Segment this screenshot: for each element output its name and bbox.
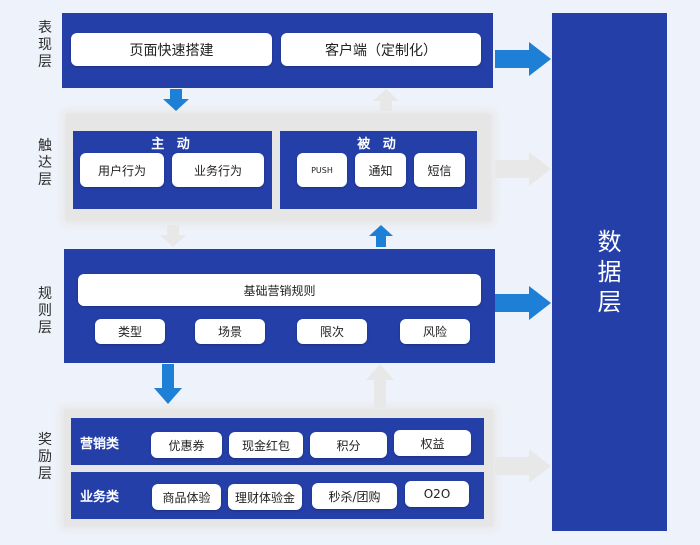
rule-limit-box: 限次 <box>297 319 367 344</box>
points-box: 积分 <box>310 432 387 458</box>
sms-box: 短信 <box>414 153 465 187</box>
layer-label-reward: 奖 励 层 <box>38 432 52 482</box>
passive-touch-title: 被 动 <box>357 137 400 152</box>
coupon-box: 优惠券 <box>151 432 222 458</box>
arrow-right-rules <box>495 286 551 320</box>
cash-red-packet-box: 现金红包 <box>229 432 303 458</box>
layer-label-touch: 触 达 层 <box>38 138 52 188</box>
layer-label-presentation: 表 现 层 <box>38 20 52 70</box>
active-touch-title: 主 动 <box>151 137 194 152</box>
rules-layer-panel <box>64 249 495 363</box>
rule-type-box: 类型 <box>95 319 165 344</box>
business-behavior-box: 业务行为 <box>172 153 264 187</box>
product-trial-box: 商品体验 <box>152 484 221 510</box>
layer-label-rules: 规 则 层 <box>38 286 52 336</box>
arrow-down-touch-rules <box>160 225 186 247</box>
page-builder-box: 页面快速搭建 <box>71 33 272 66</box>
arrow-up-rules-touch <box>369 225 393 247</box>
arrow-right-presentation <box>495 42 551 76</box>
user-behavior-box: 用户行为 <box>80 153 164 187</box>
data-layer-panel: 数 据 层 <box>552 13 667 531</box>
push-box: PUSH <box>297 153 347 187</box>
basic-marketing-rules-box: 基础营销规则 <box>78 274 481 306</box>
notification-box: 通知 <box>355 153 406 187</box>
finance-trial-fund-box: 理财体验金 <box>228 484 302 510</box>
marketing-reward-title: 营销类 <box>80 437 120 452</box>
o2o-box: O2O <box>405 481 469 507</box>
arrow-right-touch <box>495 152 551 186</box>
client-custom-box: 客户端（定制化） <box>281 33 481 66</box>
arrow-up-touch-presentation <box>373 89 399 111</box>
rule-risk-box: 风险 <box>400 319 470 344</box>
arrow-down-presentation-touch <box>163 89 189 111</box>
rule-scene-box: 场景 <box>195 319 265 344</box>
flash-sale-group-buy-box: 秒杀/团购 <box>312 483 397 509</box>
arrow-up-reward-rules <box>366 364 394 408</box>
arrow-down-rules-reward <box>154 364 182 404</box>
arrow-right-reward <box>495 449 551 483</box>
business-reward-title: 业务类 <box>80 490 120 505</box>
data-layer-label: 数 据 层 <box>597 228 622 316</box>
benefits-box: 权益 <box>394 430 471 456</box>
